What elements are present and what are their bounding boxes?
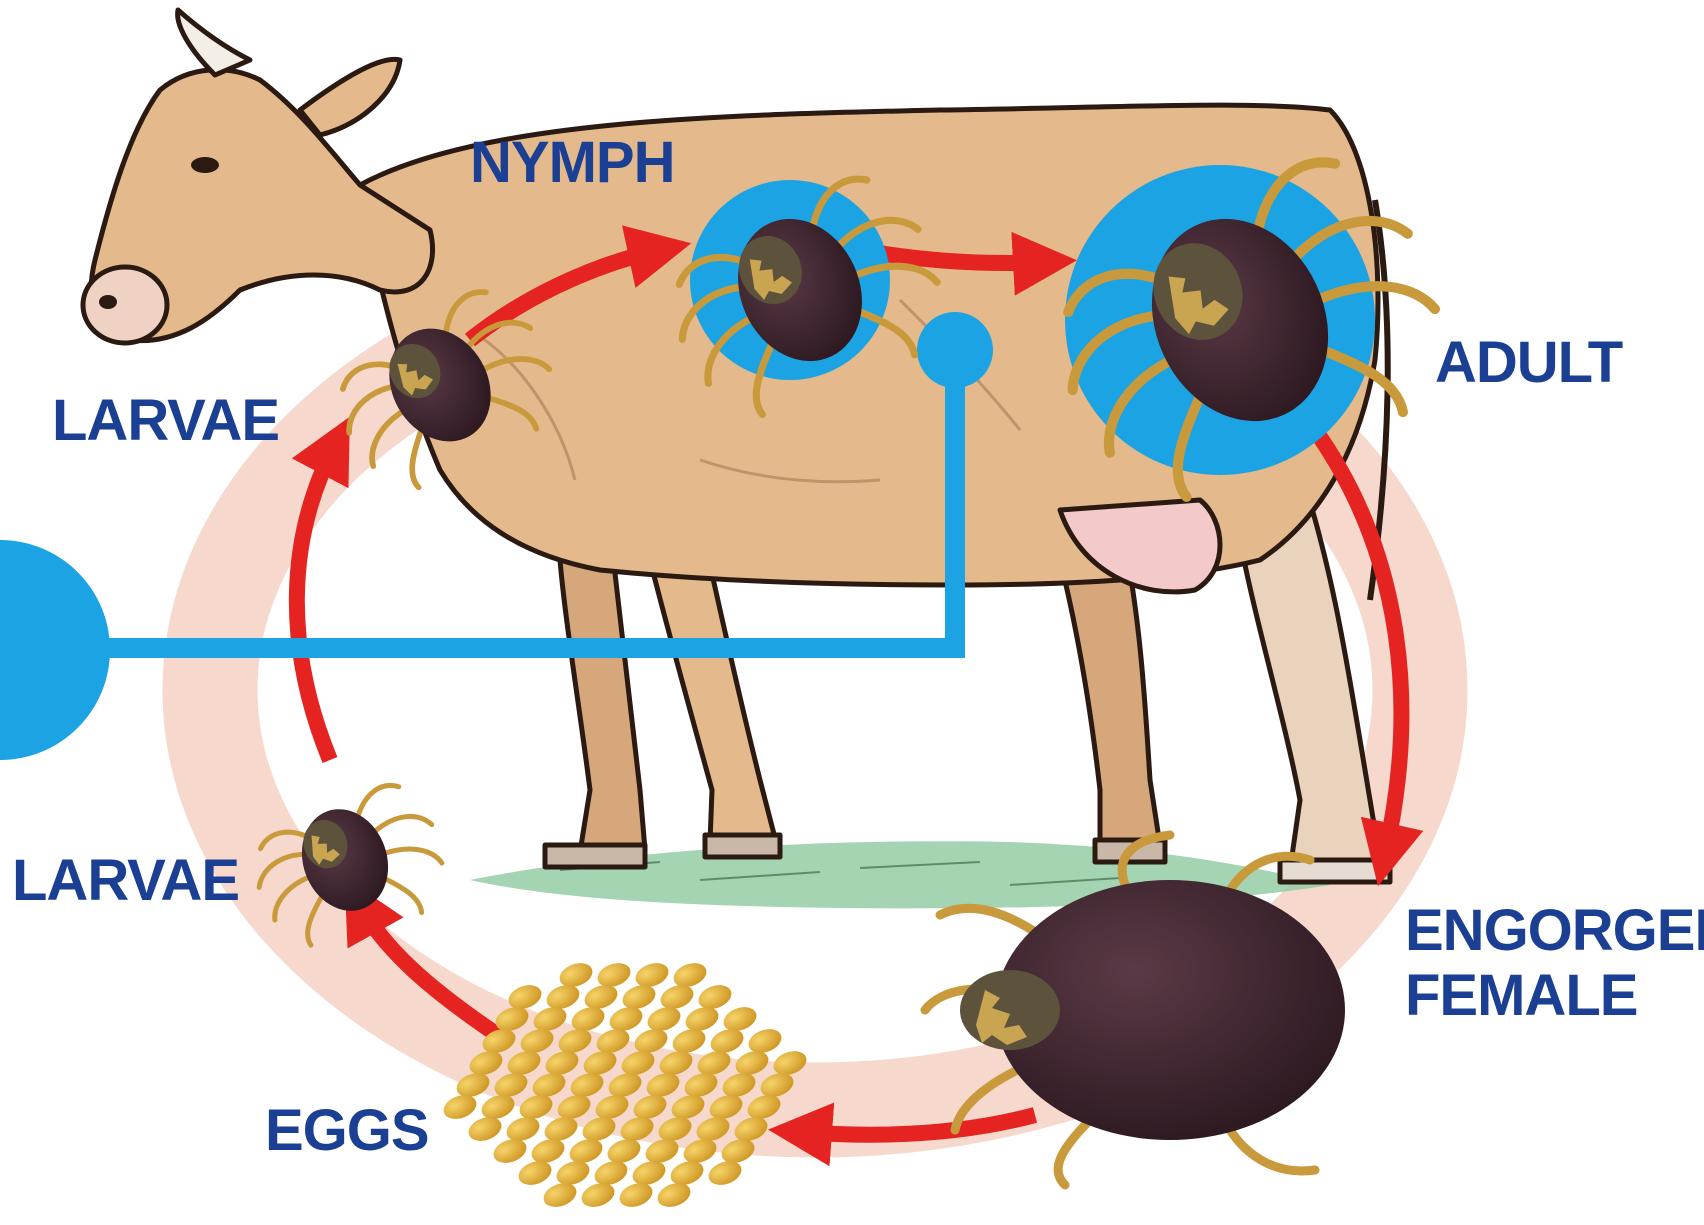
- label-adult: ADULT: [1435, 330, 1623, 395]
- label-female: FEMALE: [1405, 963, 1637, 1028]
- label-eggs: EGGS: [265, 1098, 429, 1163]
- label-larvae-host: LARVAE: [52, 388, 279, 453]
- label-nymph: NYMPH: [470, 130, 674, 195]
- label-larvae-egg: LARVAE: [12, 848, 239, 913]
- label-engorged: ENGORGED: [1405, 898, 1704, 963]
